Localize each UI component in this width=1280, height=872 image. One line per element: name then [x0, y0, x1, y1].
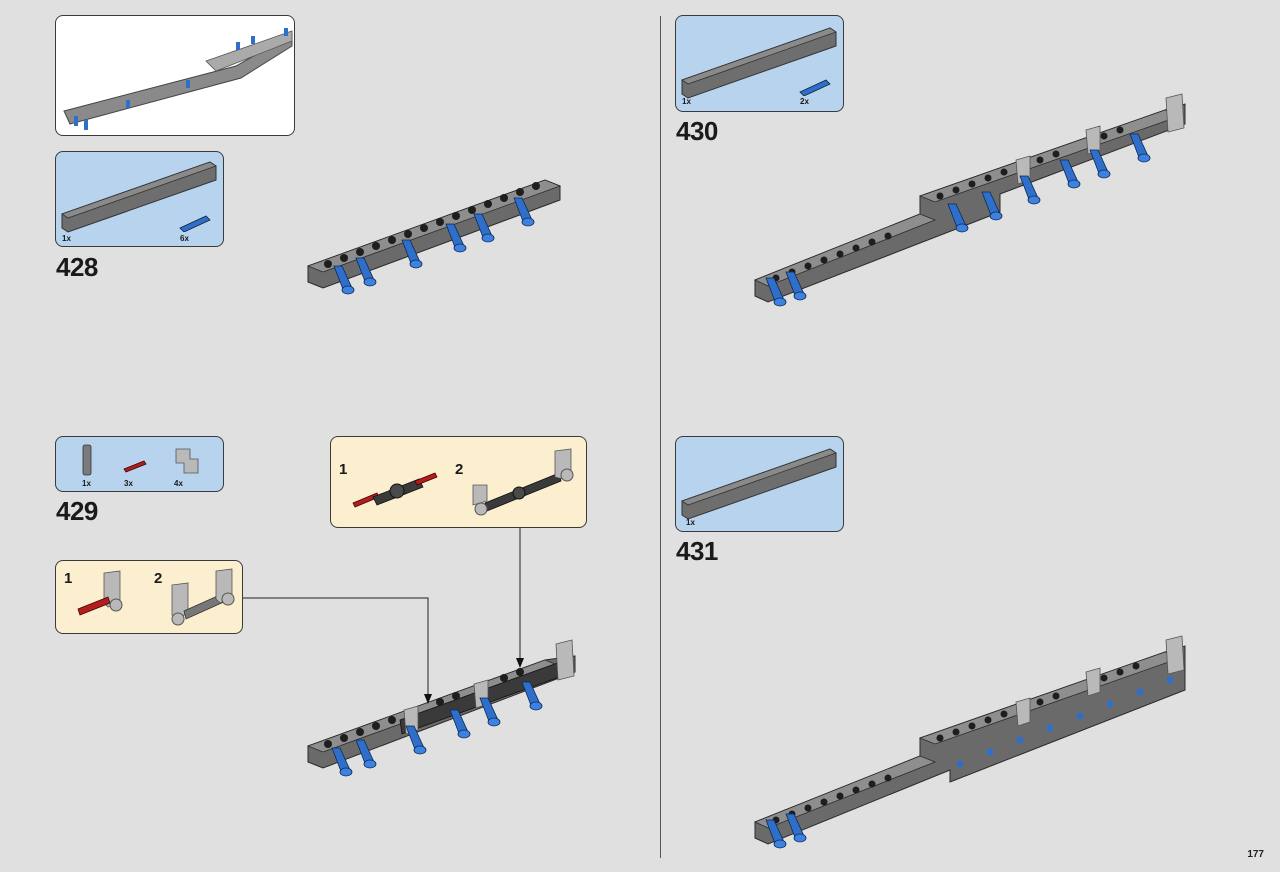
callout-arrow-head [424, 694, 432, 704]
step-number: 428 [56, 252, 98, 282]
callout-lines [243, 528, 521, 700]
step-431-assembly [753, 635, 1186, 849]
part-qty: 2x [800, 97, 809, 106]
beam-15-part-icon [681, 448, 837, 520]
substep-a1-assembly-image [352, 472, 438, 508]
substep-label: 2 [154, 570, 163, 587]
page-divider [660, 16, 661, 858]
step-429-assembly [306, 639, 576, 777]
beam-15-part-icon [61, 161, 217, 233]
step-430-assembly [753, 93, 1186, 307]
part-qty: 1x [686, 518, 695, 527]
substep-b2-assembly-image [171, 568, 235, 626]
step-429-substep-box-b: 1 2 [55, 560, 243, 634]
step-428-assembly [306, 179, 562, 295]
step-number: 431 [676, 536, 718, 566]
part-qty: 6x [180, 234, 189, 243]
step-number: 429 [56, 496, 98, 526]
substep-label: 2 [455, 461, 464, 478]
substep-b1-assembly-image [77, 570, 123, 616]
step-429-substep-box-a: 1 2 [330, 436, 587, 528]
step-431-parts-box: 1x [675, 436, 844, 532]
step-number: 430 [676, 116, 718, 146]
model-preview [55, 15, 295, 136]
step-429-parts-box: 1x 3x 4x [55, 436, 224, 492]
beam-15-part-icon [681, 27, 837, 99]
model-preview-image [63, 28, 293, 130]
axle-joiner-part-icon [82, 444, 92, 476]
substep-a2-assembly-image [472, 448, 574, 516]
substep-label: 1 [339, 461, 348, 478]
part-qty: 4x [174, 479, 183, 488]
blue-axle-pin-part-icon [179, 215, 211, 232]
part-qty: 1x [682, 97, 691, 106]
red-axle-part-icon [123, 460, 147, 473]
substep-label: 1 [64, 570, 73, 587]
angle-connector-part-icon [175, 448, 199, 474]
part-qty: 1x [82, 479, 91, 488]
page-number: 177 [1247, 849, 1264, 860]
step-430-parts-box: 1x 2x [675, 15, 844, 112]
step-428-parts-box: 1x 6x [55, 151, 224, 247]
part-qty: 3x [124, 479, 133, 488]
part-qty: 1x [62, 234, 71, 243]
blue-axle-pin-part-icon [799, 79, 831, 96]
callout-arrow-head [516, 658, 524, 668]
